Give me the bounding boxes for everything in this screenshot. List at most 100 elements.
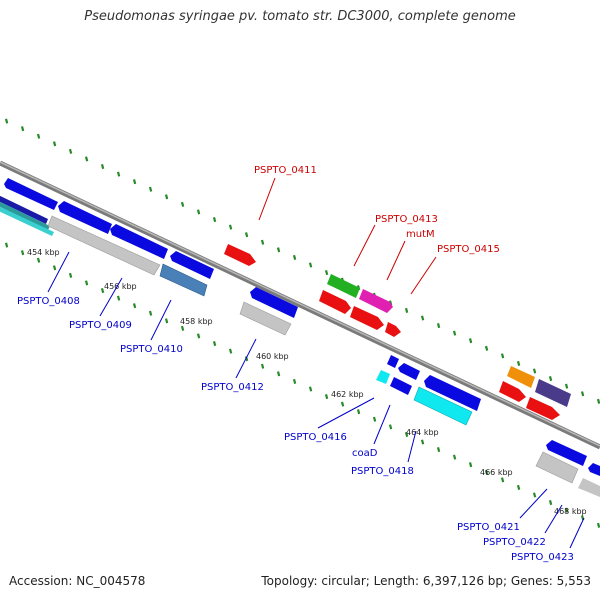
tick-mark-inner bbox=[420, 439, 425, 445]
gene-steel-0410[interactable] bbox=[159, 263, 208, 297]
callout-line bbox=[258, 177, 276, 221]
tick-mark-inner bbox=[324, 394, 329, 400]
gene-blue-d[interactable] bbox=[170, 251, 214, 279]
tick-mark-inner bbox=[548, 500, 553, 506]
tick-mark-outer bbox=[308, 262, 313, 268]
genome-backbone bbox=[0, 160, 600, 450]
tick-mark-outer bbox=[276, 247, 281, 253]
gene-red-0413[interactable] bbox=[319, 290, 351, 314]
tick-mark-inner bbox=[228, 348, 233, 354]
gene-cyan-coaD[interactable] bbox=[376, 370, 390, 384]
tick-mark-outer bbox=[292, 254, 297, 260]
gene-blue-0422[interactable] bbox=[588, 463, 600, 476]
tick-mark-outer bbox=[212, 217, 217, 223]
scale-label: 460 kbp bbox=[256, 352, 289, 361]
gene-label-forward[interactable]: PSPTO_0413 bbox=[375, 214, 438, 225]
tick-mark-outer bbox=[164, 194, 169, 200]
gene-label-reverse[interactable]: coaD bbox=[352, 448, 378, 459]
tick-mark-outer bbox=[20, 126, 25, 132]
gene-label-reverse[interactable]: PSPTO_0409 bbox=[69, 320, 132, 331]
tick-mark-outer bbox=[244, 232, 249, 238]
tick-mark-outer bbox=[596, 398, 600, 404]
gene-blue-coaD[interactable] bbox=[390, 377, 412, 395]
callout-line bbox=[410, 256, 437, 295]
gene-partial-left[interactable] bbox=[0, 194, 54, 236]
tick-mark-outer bbox=[516, 360, 521, 366]
gene-green-0413[interactable] bbox=[327, 274, 360, 298]
map-title: Pseudomonas syringae pv. tomato str. DC3… bbox=[84, 9, 516, 24]
tick-mark-outer bbox=[52, 141, 57, 147]
tick-mark-inner bbox=[532, 492, 537, 498]
gene-gray-0423[interactable] bbox=[578, 478, 600, 497]
tick-mark-inner bbox=[308, 386, 313, 392]
gene-magenta-mutM[interactable] bbox=[359, 289, 393, 313]
tick-mark-inner bbox=[20, 250, 25, 256]
gene-label-reverse[interactable]: PSPTO_0410 bbox=[120, 344, 183, 355]
gene-orange[interactable] bbox=[507, 366, 535, 388]
tick-mark-inner bbox=[340, 401, 345, 407]
tick-mark-inner bbox=[212, 341, 217, 347]
callout-line bbox=[353, 224, 376, 267]
gene-label-reverse[interactable]: PSPTO_0423 bbox=[511, 552, 574, 563]
gene-label-forward[interactable]: PSPTO_0411 bbox=[254, 165, 317, 176]
callout-line bbox=[544, 504, 563, 534]
gene-label-forward[interactable]: mutM bbox=[406, 229, 435, 240]
gene-cyan-0418[interactable] bbox=[413, 386, 473, 426]
tick-mark-outer bbox=[148, 186, 153, 192]
tick-mark-outer bbox=[452, 330, 457, 336]
callout-line bbox=[99, 277, 123, 317]
gene-blue-0421[interactable] bbox=[546, 440, 587, 466]
tick-mark-inner bbox=[36, 257, 41, 263]
tick-mark-outer bbox=[564, 383, 569, 389]
tick-mark-inner bbox=[84, 280, 89, 286]
tick-mark-outer bbox=[580, 391, 585, 397]
gene-red-f[interactable] bbox=[499, 381, 526, 402]
tick-mark-inner bbox=[276, 371, 281, 377]
gene-label-forward[interactable]: PSPTO_0415 bbox=[437, 244, 500, 255]
scale-label: 466 kbp bbox=[480, 468, 513, 477]
callout-line bbox=[47, 251, 70, 293]
tick-mark-outer bbox=[100, 163, 105, 170]
gene-label-reverse[interactable]: PSPTO_0421 bbox=[457, 522, 520, 533]
tick-mark-inner bbox=[116, 295, 121, 301]
tick-mark-outer bbox=[324, 270, 329, 276]
gene-gray-0408[interactable] bbox=[47, 215, 161, 276]
gene-blue-c[interactable] bbox=[110, 224, 168, 259]
gene-gray-0412[interactable] bbox=[239, 301, 292, 336]
tick-mark-inner bbox=[52, 265, 57, 271]
gene-blue-0418[interactable] bbox=[424, 375, 481, 411]
gene-label-reverse[interactable]: PSPTO_0408 bbox=[17, 296, 80, 307]
gene-blue-0416[interactable] bbox=[387, 355, 399, 368]
gene-red-0411[interactable] bbox=[224, 244, 256, 266]
genome-summary-text: Topology: circular; Length: 6,397,126 bp… bbox=[261, 574, 591, 588]
tick-mark-inner bbox=[564, 507, 569, 513]
gene-red-g[interactable] bbox=[526, 397, 560, 420]
scale-label: 468 kbp bbox=[554, 507, 587, 516]
gene-label-reverse[interactable]: PSPTO_0416 bbox=[284, 432, 347, 443]
gene-blue-0412[interactable] bbox=[250, 287, 298, 318]
gene-slate[interactable] bbox=[535, 379, 571, 407]
scale-label: 458 kbp bbox=[180, 317, 213, 326]
gene-label-reverse[interactable]: PSPTO_0418 bbox=[351, 466, 414, 477]
gene-red-mutM[interactable] bbox=[350, 306, 384, 330]
tick-mark-inner bbox=[596, 522, 600, 528]
gene-blue-a[interactable] bbox=[4, 178, 58, 210]
gene-red-0415[interactable] bbox=[385, 322, 401, 337]
gene-label-reverse[interactable]: PSPTO_0422 bbox=[483, 537, 546, 548]
tick-mark-inner bbox=[68, 272, 73, 278]
tick-mark-outer bbox=[532, 368, 537, 374]
tick-mark-inner bbox=[132, 303, 137, 309]
gene-blue-b[interactable] bbox=[58, 201, 112, 234]
outer-tick-row bbox=[4, 118, 600, 404]
tick-mark-outer bbox=[180, 201, 185, 207]
tick-mark-inner bbox=[436, 447, 441, 453]
gene-label-reverse[interactable]: PSPTO_0412 bbox=[201, 382, 264, 393]
tick-mark-outer bbox=[500, 353, 505, 359]
tick-mark-inner bbox=[500, 477, 505, 483]
tick-mark-outer bbox=[548, 376, 553, 382]
gene-blue-e[interactable] bbox=[398, 363, 420, 380]
tick-mark-outer bbox=[116, 171, 121, 177]
gene-gray-0421[interactable] bbox=[535, 451, 579, 484]
